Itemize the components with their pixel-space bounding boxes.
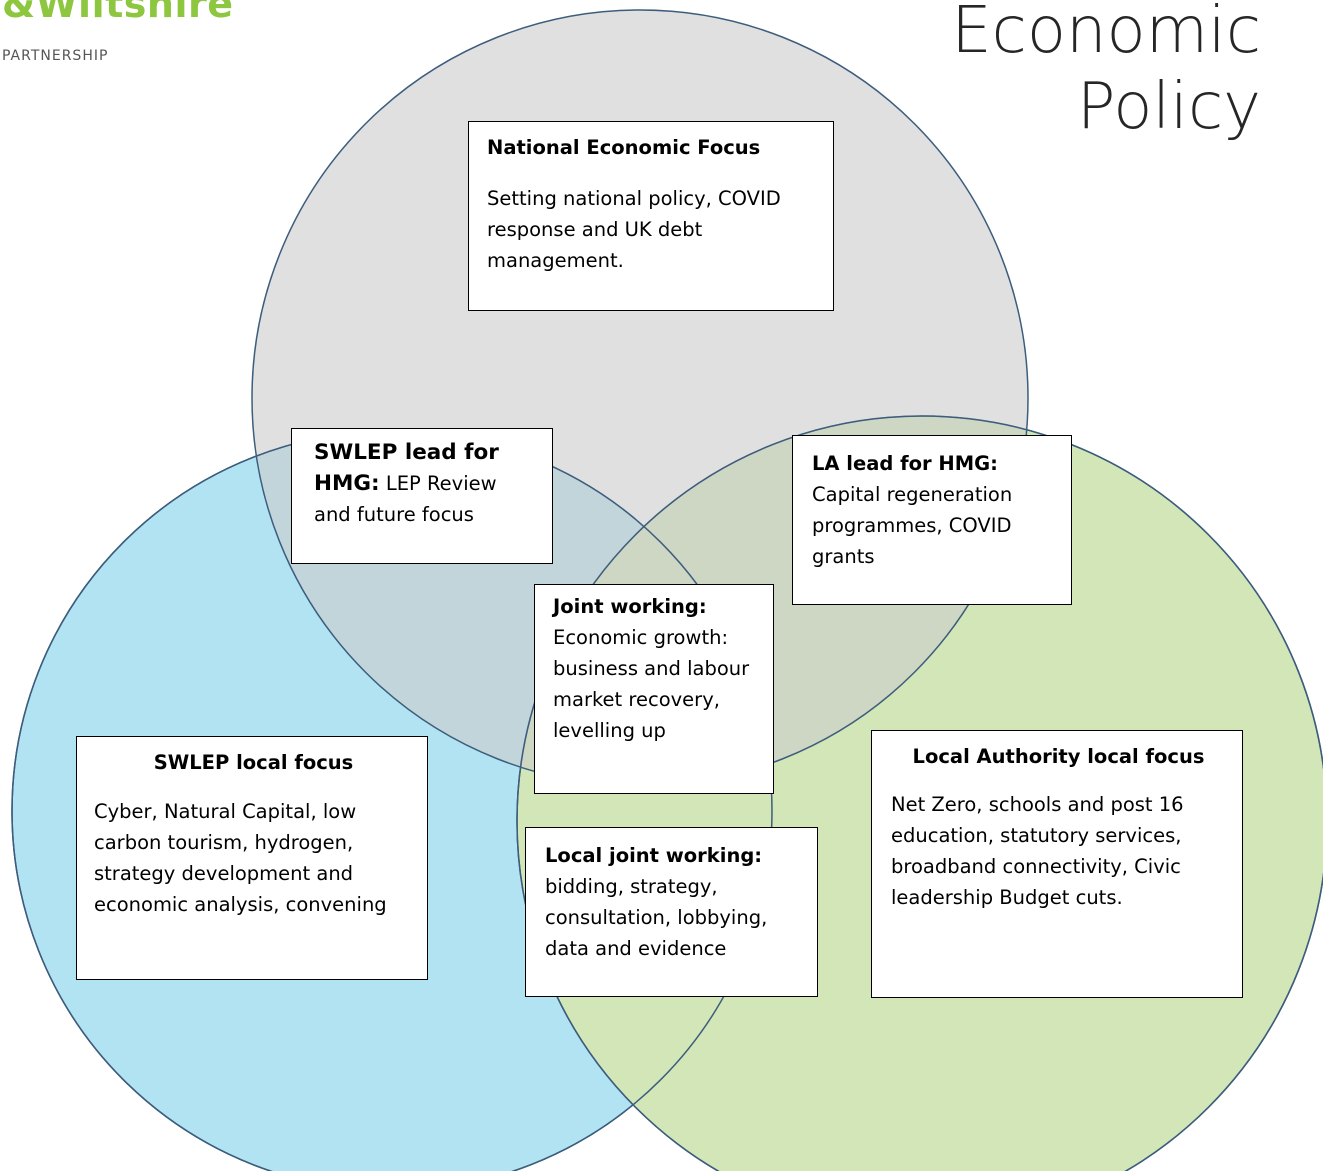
swlep-lead-text: LEP Review and future focus xyxy=(314,472,497,526)
local-joint-working-box: Local joint working: bidding, strategy, … xyxy=(525,827,818,997)
national-focus-heading: National Economic Focus xyxy=(487,136,761,159)
la-local-text: Net Zero, schools and post 16 education,… xyxy=(891,793,1184,909)
national-focus-box: National Economic Focus Setting national… xyxy=(468,121,834,311)
swlep-local-heading: SWLEP local focus xyxy=(153,751,354,774)
national-focus-text: Setting national policy, COVID response … xyxy=(487,187,781,272)
la-lead-box: LA lead for HMG: Capital regeneration pr… xyxy=(792,435,1072,605)
swlep-local-text: Cyber, Natural Capital, low carbon touri… xyxy=(94,800,387,916)
la-local-box: Local Authority local focus Net Zero, sc… xyxy=(871,730,1243,998)
la-circle-outline xyxy=(516,415,1323,1171)
logo-wordmark: &Wiltshire xyxy=(2,0,234,26)
joint-working-text: Economic growth: business and labour mar… xyxy=(553,626,750,742)
slide-title-line1: Economic xyxy=(951,0,1261,68)
local-joint-working-heading: Local joint working: xyxy=(545,844,763,867)
swlep-lead-heading: SWLEP lead for HMG: xyxy=(314,440,499,496)
joint-working-box: Joint working: Economic growth: business… xyxy=(534,584,774,794)
slide-title-line2: Policy xyxy=(1076,69,1261,144)
la-lead-text: Capital regeneration programmes, COVID g… xyxy=(812,483,1013,568)
swlep-local-box: SWLEP local focus Cyber, Natural Capital… xyxy=(76,736,428,980)
la-lead-heading: LA lead for HMG: xyxy=(812,452,998,475)
la-local-heading: Local Authority local focus xyxy=(912,745,1205,768)
slide-title: Economic Policy xyxy=(951,0,1261,145)
joint-working-heading: Joint working: xyxy=(553,595,707,618)
logo-subtitle: PARTNERSHIP xyxy=(2,48,109,64)
swlep-lead-box: SWLEP lead for HMG: LEP Review and futur… xyxy=(291,428,553,564)
local-joint-working-text: bidding, strategy, consultation, lobbyin… xyxy=(545,875,768,960)
